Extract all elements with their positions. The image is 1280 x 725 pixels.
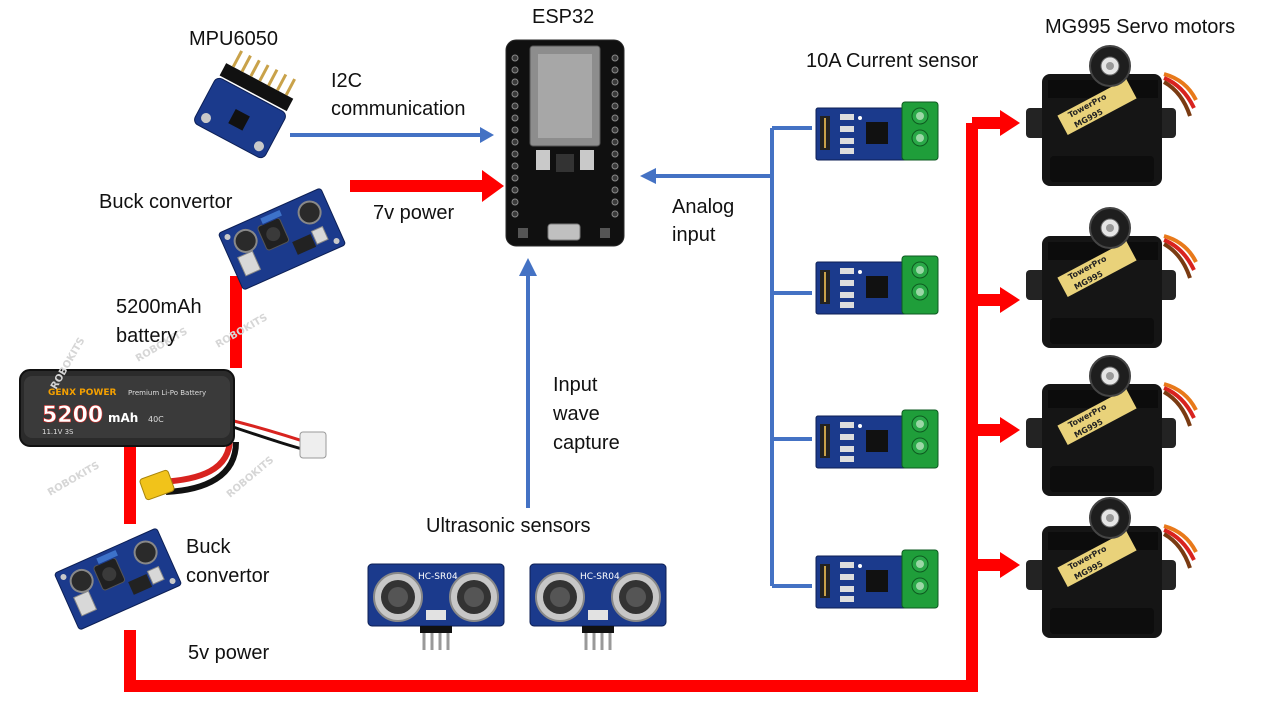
signal-arrow-i2c	[480, 127, 494, 143]
battery-unit-text: mAh	[108, 411, 138, 425]
servo-motor-icon: TowerPro MG995	[1026, 356, 1196, 496]
label-esp32: ESP32	[532, 3, 594, 32]
label-ultrasonic-sensors: Ultrasonic sensors	[426, 512, 591, 541]
battery-rating-text: 40C	[148, 415, 164, 424]
signal-arrow-analog	[640, 168, 656, 184]
current-sensor-module-icon	[816, 102, 938, 160]
battery-spec-text: 11.1V 3S	[42, 428, 74, 436]
label-convertor: convertor	[186, 562, 269, 591]
buck-converter-module-icon	[54, 528, 182, 630]
label-current-sensor: 10A Current sensor	[806, 47, 978, 76]
ultrasonic-model-text: HC-SR04	[580, 572, 620, 582]
power-arrow-servo-1	[1000, 110, 1020, 136]
label-servo-motors: MG995 Servo motors	[1045, 13, 1235, 42]
current-sensor-module-icon	[816, 410, 938, 468]
label-5v-power: 5v power	[188, 639, 269, 668]
label-i2c: I2C	[331, 67, 362, 96]
label-capture: capture	[553, 429, 620, 458]
label-analog: Analog	[672, 193, 734, 222]
servo-motor-icon: TowerPro MG995	[1026, 498, 1196, 638]
ultrasonic-sensor-icon: HC-SR04	[368, 564, 504, 650]
ultrasonic-sensor-icon: HC-SR04	[530, 564, 666, 650]
microcontroller-board-icon	[506, 40, 624, 246]
label-wave: wave	[553, 400, 600, 429]
label-7v-power: 7v power	[373, 199, 454, 228]
power-arrow-servo-2	[1000, 287, 1020, 313]
label-wave-input: Input	[553, 371, 597, 400]
buck-converter-module-icon	[218, 188, 346, 290]
servo-motor-icon: TowerPro MG995	[1026, 46, 1196, 186]
label-buck-convertor-top: Buck convertor	[99, 188, 232, 217]
current-sensor-module-icon	[816, 550, 938, 608]
imu-sensor-board-icon	[192, 46, 303, 159]
label-battery-capacity: 5200mAh	[116, 293, 202, 322]
label-mpu6050: MPU6050	[189, 25, 278, 54]
label-buck: Buck	[186, 533, 230, 562]
current-sensor-module-icon	[816, 256, 938, 314]
power-arrow-7v	[482, 170, 504, 202]
signal-arrow-ultrasonic	[519, 258, 537, 276]
servo-motor-icon: TowerPro MG995	[1026, 208, 1196, 348]
ultrasonic-model-text: HC-SR04	[418, 572, 458, 582]
label-input: input	[672, 221, 715, 250]
watermark-text: ROBOKITS	[46, 460, 102, 498]
label-battery: battery	[116, 322, 177, 351]
label-communication: communication	[331, 95, 466, 124]
battery-capacity-text: 5200	[42, 403, 103, 428]
battery-subtitle-text: Premium Li-Po Battery	[128, 389, 206, 397]
power-arrow-servo-4	[1000, 552, 1020, 578]
power-arrow-servo-3	[1000, 417, 1020, 443]
